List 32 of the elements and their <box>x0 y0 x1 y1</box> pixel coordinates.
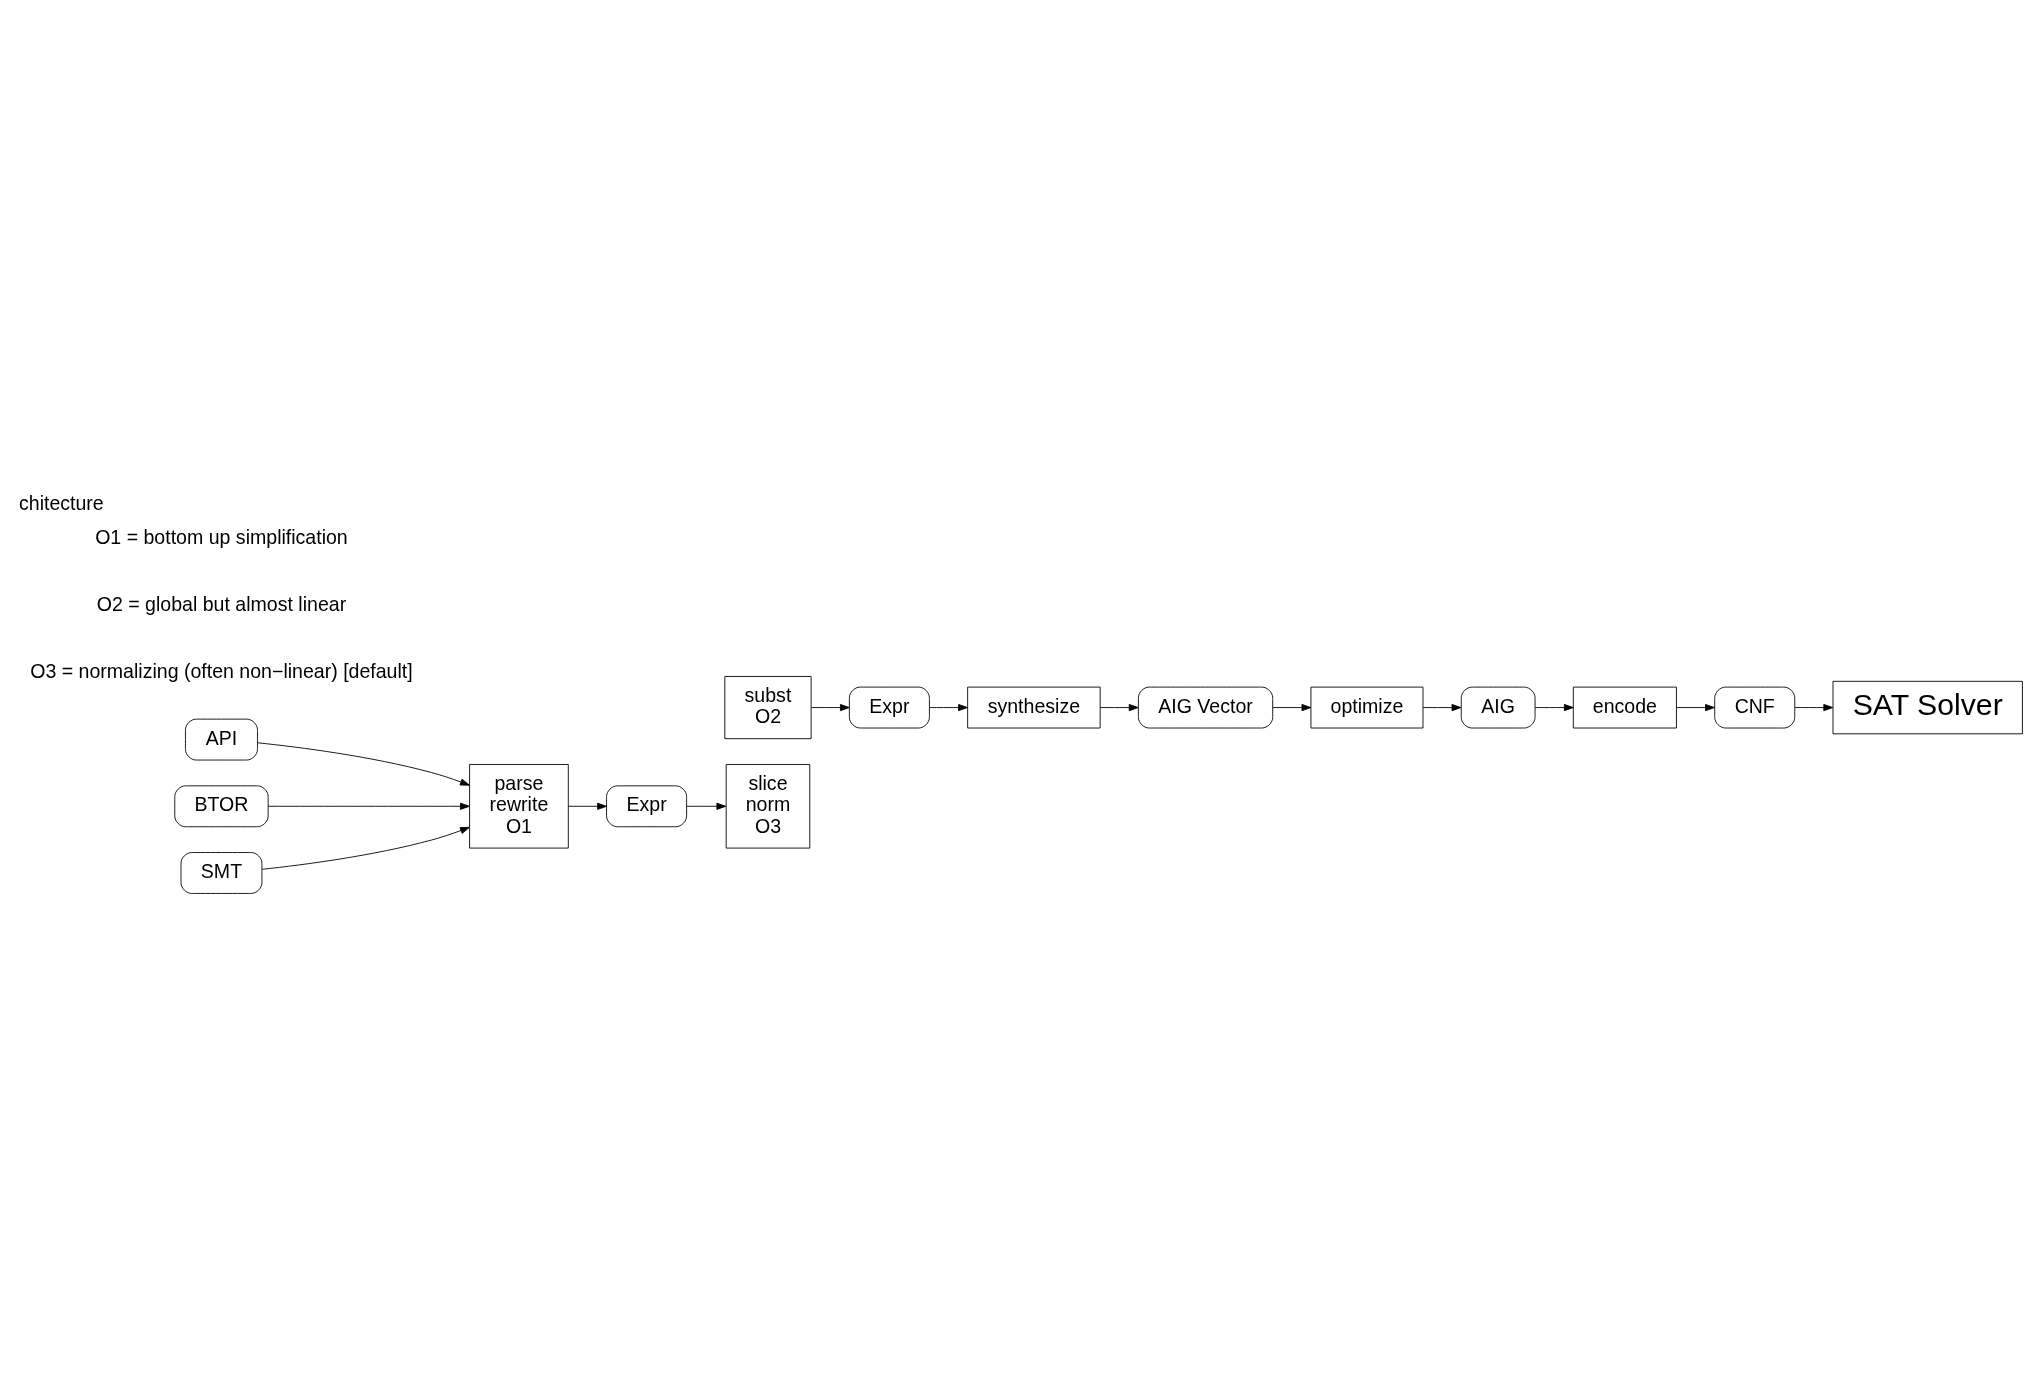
node-box: Expr <box>848 686 930 729</box>
arrow <box>810 704 850 712</box>
arrow <box>686 802 727 810</box>
arrow <box>1794 704 1834 712</box>
diagram-title: chitecture <box>19 491 104 514</box>
node-box: parse rewrite O1 <box>469 764 569 849</box>
node-box: Expr <box>606 785 688 828</box>
node-box: AIG Vector <box>1137 686 1274 729</box>
arrow <box>257 742 470 786</box>
arrow <box>929 704 968 712</box>
arrow <box>261 826 470 870</box>
arrow <box>1676 704 1715 712</box>
node-box: synthesize <box>967 686 1101 729</box>
arrow <box>1272 704 1312 712</box>
arrow <box>1099 704 1139 712</box>
node-box: SAT Solver <box>1832 680 2023 735</box>
node-box: SMT <box>180 852 263 894</box>
node-box: AIG <box>1460 686 1536 729</box>
label: O2 = global but almost linear <box>96 593 347 616</box>
label: O3 = normalizing (often non−linear) [default] <box>30 659 413 682</box>
arrow <box>1534 704 1574 712</box>
node-box: BTOR <box>174 785 269 828</box>
node-box: encode <box>1572 686 1677 729</box>
node-box: slice norm O3 <box>725 764 811 849</box>
arrow <box>267 802 470 810</box>
arrow <box>568 802 607 810</box>
label: O1 = bottom up simplification <box>95 526 348 549</box>
node-box: CNF <box>1714 686 1796 729</box>
node-box: API <box>185 718 258 761</box>
node-box: subst O2 <box>724 676 812 740</box>
arrow <box>1422 704 1462 712</box>
node-box: optimize <box>1310 686 1424 729</box>
